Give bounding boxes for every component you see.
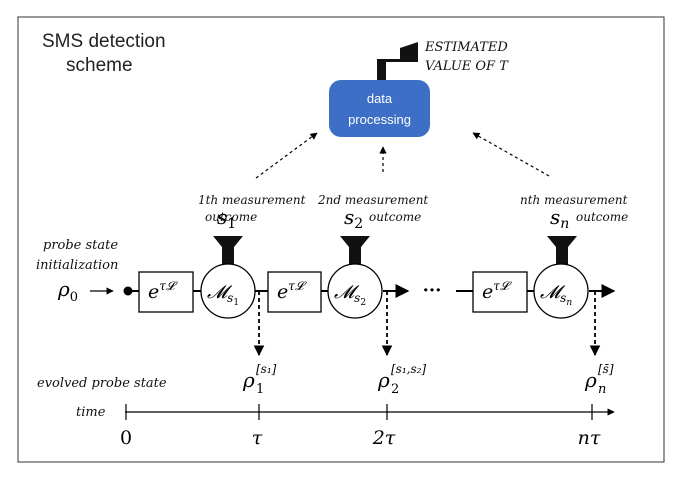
measurement-op-n: 𝓜sn [540,282,572,308]
evolved-state-1: ρ1[s₁] [242,362,277,397]
measurement-1-label-line1: 1th measurement [198,193,306,207]
evolved-state-n: ρn[s̄] [584,362,614,397]
evolution-op-2: eτ𝓛 [277,279,307,303]
data-processing-line2: processing [348,112,411,127]
time-tick-label-tau: τ [252,427,263,449]
diagram-title-line1: SMS detection [42,31,166,52]
output-label-line1: ESTIMATED [424,40,508,55]
outcome-s2: s2 [344,205,363,232]
time-tick-label-0: 0 [120,427,132,449]
output-flag-icon [377,42,418,83]
probe-init-label-line2: initialization [36,258,118,273]
output-label-line2: VALUE OF T [425,59,509,74]
evolved-state-label: evolved probe state [37,376,167,391]
measurement-n-label-line2: outcome [576,210,628,224]
evolved-state-2: ρ2[s₁,s₂] [377,362,426,397]
dashed-arrow-1-to-processor [255,132,318,179]
diagram-title-line2: scheme [66,55,133,76]
time-tick-label-2tau: 2τ [372,427,396,449]
measurement-op-1: 𝓜s1 [207,282,239,308]
evolution-box-n [472,271,528,313]
measurement-circle-n [533,263,589,319]
outcome-sn: sn [550,205,569,232]
evolution-op-1: eτ𝓛 [148,279,178,303]
outer-border [17,16,665,463]
measurement-circle-1 [200,263,256,319]
evolution-box-2 [267,271,322,313]
measurement-circle-2 [327,263,383,319]
measurement-2-label-line1: 2nd measurement [317,193,428,207]
data-processing-box [329,80,430,137]
detector-1-icon [213,236,243,266]
time-axis-label: time [76,405,106,420]
outcome-s1: s1 [217,205,236,232]
time-tick-label-ntau: nτ [578,427,601,449]
measurement-2-label-line2: outcome [369,210,421,224]
chain-ellipsis: ··· [423,280,442,301]
detector-n-icon [547,236,577,266]
rho-0: ρ0 [57,277,78,305]
measurement-op-2: 𝓜s2 [334,282,366,308]
measurement-1-label-line2: outcome [205,210,257,224]
probe-init-label-line1: probe state [43,238,118,253]
data-processing-line1: data [367,91,393,106]
evolution-op-n: eτ𝓛 [482,279,512,303]
dashed-arrow-n-to-processor [472,132,550,177]
measurement-n-label-line1: nth measurement [520,193,628,207]
detector-2-icon [340,236,370,266]
evolution-box-1 [138,271,194,313]
